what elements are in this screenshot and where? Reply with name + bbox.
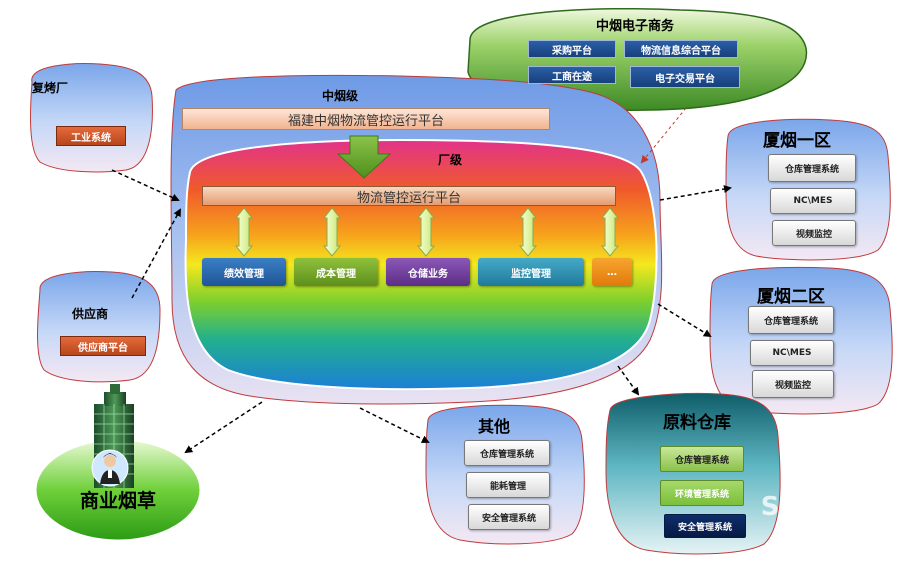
xiamen2-warehouse-system[interactable]: 仓库管理系统 [748,306,834,334]
module-more[interactable]: … [592,258,632,286]
left-top-title: 复烤厂 [32,80,69,95]
ecommerce-item-logistics-info[interactable]: 物流信息综合平台 [624,40,738,58]
ecommerce-item-procurement[interactable]: 采购平台 [528,40,616,58]
xiamen1-video-monitor[interactable]: 视频监控 [772,220,856,246]
module-performance[interactable]: 绩效管理 [202,258,286,286]
central-title: 中烟级 [321,88,358,103]
double-arrow-icon-3 [416,207,436,257]
raw-warehouse-system[interactable]: 仓库管理系统 [660,446,744,472]
raw-warehouse-title: 原料仓库 [663,412,731,433]
supplier-platform-box[interactable]: 供应商平台 [60,336,146,356]
connector-commercial [184,401,263,454]
xiamen2-nc-mes[interactable]: NC\MES [750,340,834,366]
commercial-title: 商业烟草 [79,489,156,512]
xiamen1-warehouse-system[interactable]: 仓库管理系统 [768,154,856,182]
double-arrow-icon-2 [322,207,342,257]
raw-safety-system[interactable]: 安全管理系统 [664,514,746,538]
connector-xiamen1 [659,185,732,201]
connector-left-top [111,169,180,202]
raw-warehouse-cloud [605,393,781,555]
supplier-cloud [37,271,161,383]
module-warehousing[interactable]: 仓储业务 [386,258,470,286]
down-arrow-icon [336,135,392,179]
supplier-title: 供应商 [71,306,108,321]
industrial-system-box[interactable]: 工业系统 [56,126,126,146]
connector-others [359,407,430,443]
connector-xiamen2 [657,303,712,338]
xiamen1-nc-mes[interactable]: NC\MES [770,188,856,214]
module-monitoring[interactable]: 监控管理 [478,258,584,286]
connector-supplier [131,208,181,299]
person-icon [91,449,129,487]
ecommerce-item-e-trade[interactable]: 电子交易平台 [630,66,740,88]
double-arrow-icon-1 [234,207,254,257]
watermark-text: So [760,492,798,522]
others-title: 其他 [477,417,510,436]
ecommerce-item-in-transit[interactable]: 工商在途 [528,66,616,84]
raw-environment-system[interactable]: 环境管理系统 [660,480,744,506]
ecommerce-title: 中烟电子商务 [595,18,674,34]
factory-title: 厂级 [437,152,462,167]
module-cost[interactable]: 成本管理 [294,258,378,286]
double-arrows [234,207,620,257]
xiamen1-title: 厦烟一区 [763,130,831,151]
factory-platform-bar[interactable]: 物流管控运行平台 [202,186,616,206]
xiamen2-title: 厦烟二区 [757,286,825,307]
central-platform-bar[interactable]: 福建中烟物流管控运行平台 [182,108,550,130]
others-energy-mgmt[interactable]: 能耗管理 [466,472,550,498]
connector-raw [617,365,640,396]
xiamen2-video-monitor[interactable]: 视频监控 [752,370,834,398]
others-safety-system[interactable]: 安全管理系统 [468,504,550,530]
double-arrow-icon-5 [600,207,620,257]
others-warehouse-system[interactable]: 仓库管理系统 [464,440,550,466]
double-arrow-icon-4 [518,207,538,257]
